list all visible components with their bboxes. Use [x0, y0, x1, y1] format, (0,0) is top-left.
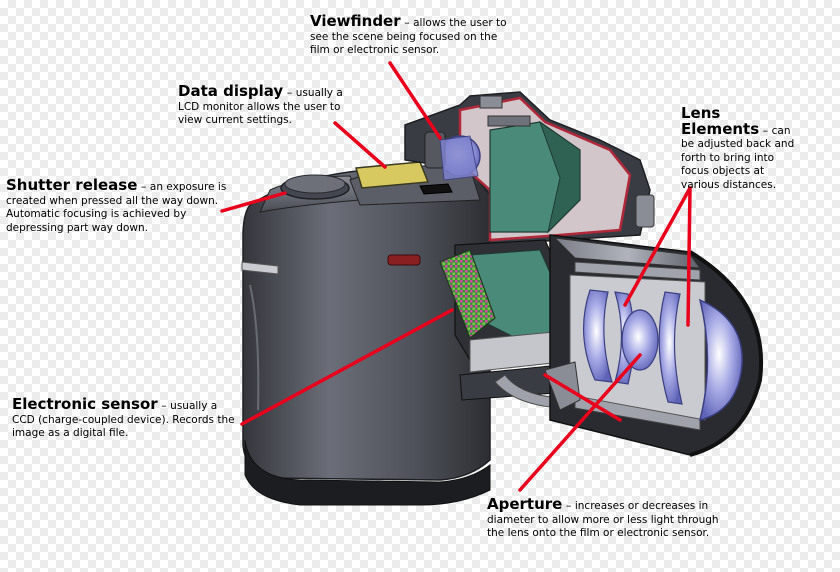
shutter-release-callout: Shutter release – an exposure is created… — [6, 176, 227, 234]
aperture-callout: Aperture – increases or decreases in dia… — [487, 495, 719, 540]
shutter-button — [280, 174, 350, 200]
lens-elements-description: can be adjusted back and forth to bring … — [681, 124, 795, 191]
electronic-sensor-title: Electronic sensor — [12, 395, 158, 413]
aperture-description: increases or decreases in diameter to al… — [487, 500, 719, 539]
viewfinder-title: Viewfinder — [310, 12, 401, 30]
lens-elements-leader-line-2 — [686, 186, 692, 327]
viewfinder-housing — [404, 91, 655, 246]
viewfinder-description: allows the user to see the scene being f… — [310, 17, 507, 56]
data-display-description: usually a LCD monitor allows the user to… — [178, 87, 343, 126]
data-display-callout: Data display – usually a LCD monitor all… — [178, 82, 343, 127]
electronic-sensor-leader-line — [240, 308, 454, 426]
leader-lines — [220, 61, 692, 492]
viewfinder-callout: Viewfinder – allows the user to see the … — [310, 12, 507, 57]
data-display-leader-line — [333, 121, 387, 169]
image-sensor — [439, 249, 496, 339]
lcd-panel — [355, 161, 453, 195]
lens-assembly — [544, 234, 764, 457]
shutter-release-title: Shutter release — [6, 176, 138, 194]
data-display-title: Data display — [178, 82, 284, 100]
lens-elements-callout: Lens Elements – can be adjusted back and… — [681, 104, 795, 191]
lens-elements-leader-line-1 — [623, 186, 692, 307]
shutter-release-leader-line — [220, 191, 287, 213]
aperture-leader-line — [518, 353, 642, 492]
lens-elements-title: Lens Elements — [681, 104, 760, 138]
electronic-sensor-description: usually a CCD (charge-coupled device). R… — [12, 400, 235, 439]
shutter-release-description: an exposure is created when pressed all … — [6, 181, 227, 234]
camera-body — [241, 165, 491, 506]
viewfinder-leader-line — [388, 61, 442, 140]
aperture-title: Aperture — [487, 495, 563, 513]
electronic-sensor-callout: Electronic sensor – usually a CCD (charg… — [12, 395, 235, 440]
aperture-inner-leader-line — [543, 373, 622, 422]
